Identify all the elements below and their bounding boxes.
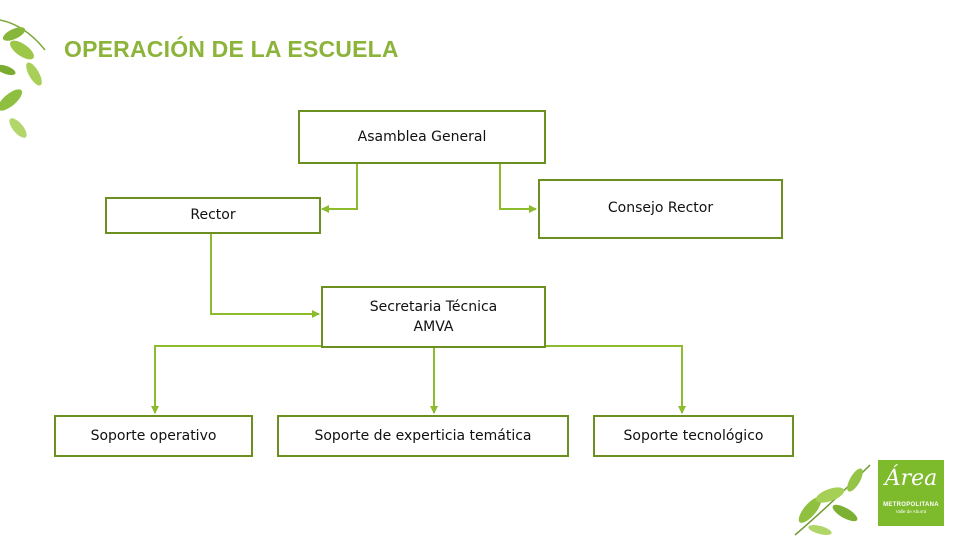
area-metropolitana-logo: Área METROPOLITANA Valle de Aburrá (878, 460, 944, 526)
node-label: Asamblea General (358, 127, 487, 147)
node-label: Secretaria Técnica AMVA (370, 297, 498, 338)
node-label: Soporte operativo (91, 426, 217, 446)
connector-secretaria-operativo (155, 346, 323, 413)
node-rector: Rector (105, 197, 321, 234)
node-soporte-operativo: Soporte operativo (54, 415, 253, 457)
connector-secretaria-tecnologico (545, 346, 682, 413)
node-asamblea-general: Asamblea General (298, 110, 546, 164)
node-consejo-rector: Consejo Rector (538, 179, 783, 239)
logo-sub-text: METROPOLITANA (878, 502, 944, 508)
connector-asamblea-consejo (500, 163, 536, 209)
node-soporte-tecnologico: Soporte tecnológico (593, 415, 794, 457)
node-label: Soporte de experticia temática (314, 426, 531, 446)
logo-tagline: Valle de Aburrá (878, 509, 944, 514)
connector-asamblea-rector (322, 163, 357, 209)
logo-main-text: Área (878, 466, 944, 492)
node-soporte-experticia: Soporte de experticia temática (277, 415, 569, 457)
node-secretaria-tecnica: Secretaria Técnica AMVA (321, 286, 546, 348)
node-label: Rector (190, 205, 235, 225)
node-label: Soporte tecnológico (624, 426, 764, 446)
node-label: Consejo Rector (608, 198, 713, 218)
connector-rector-secretaria (211, 234, 319, 314)
